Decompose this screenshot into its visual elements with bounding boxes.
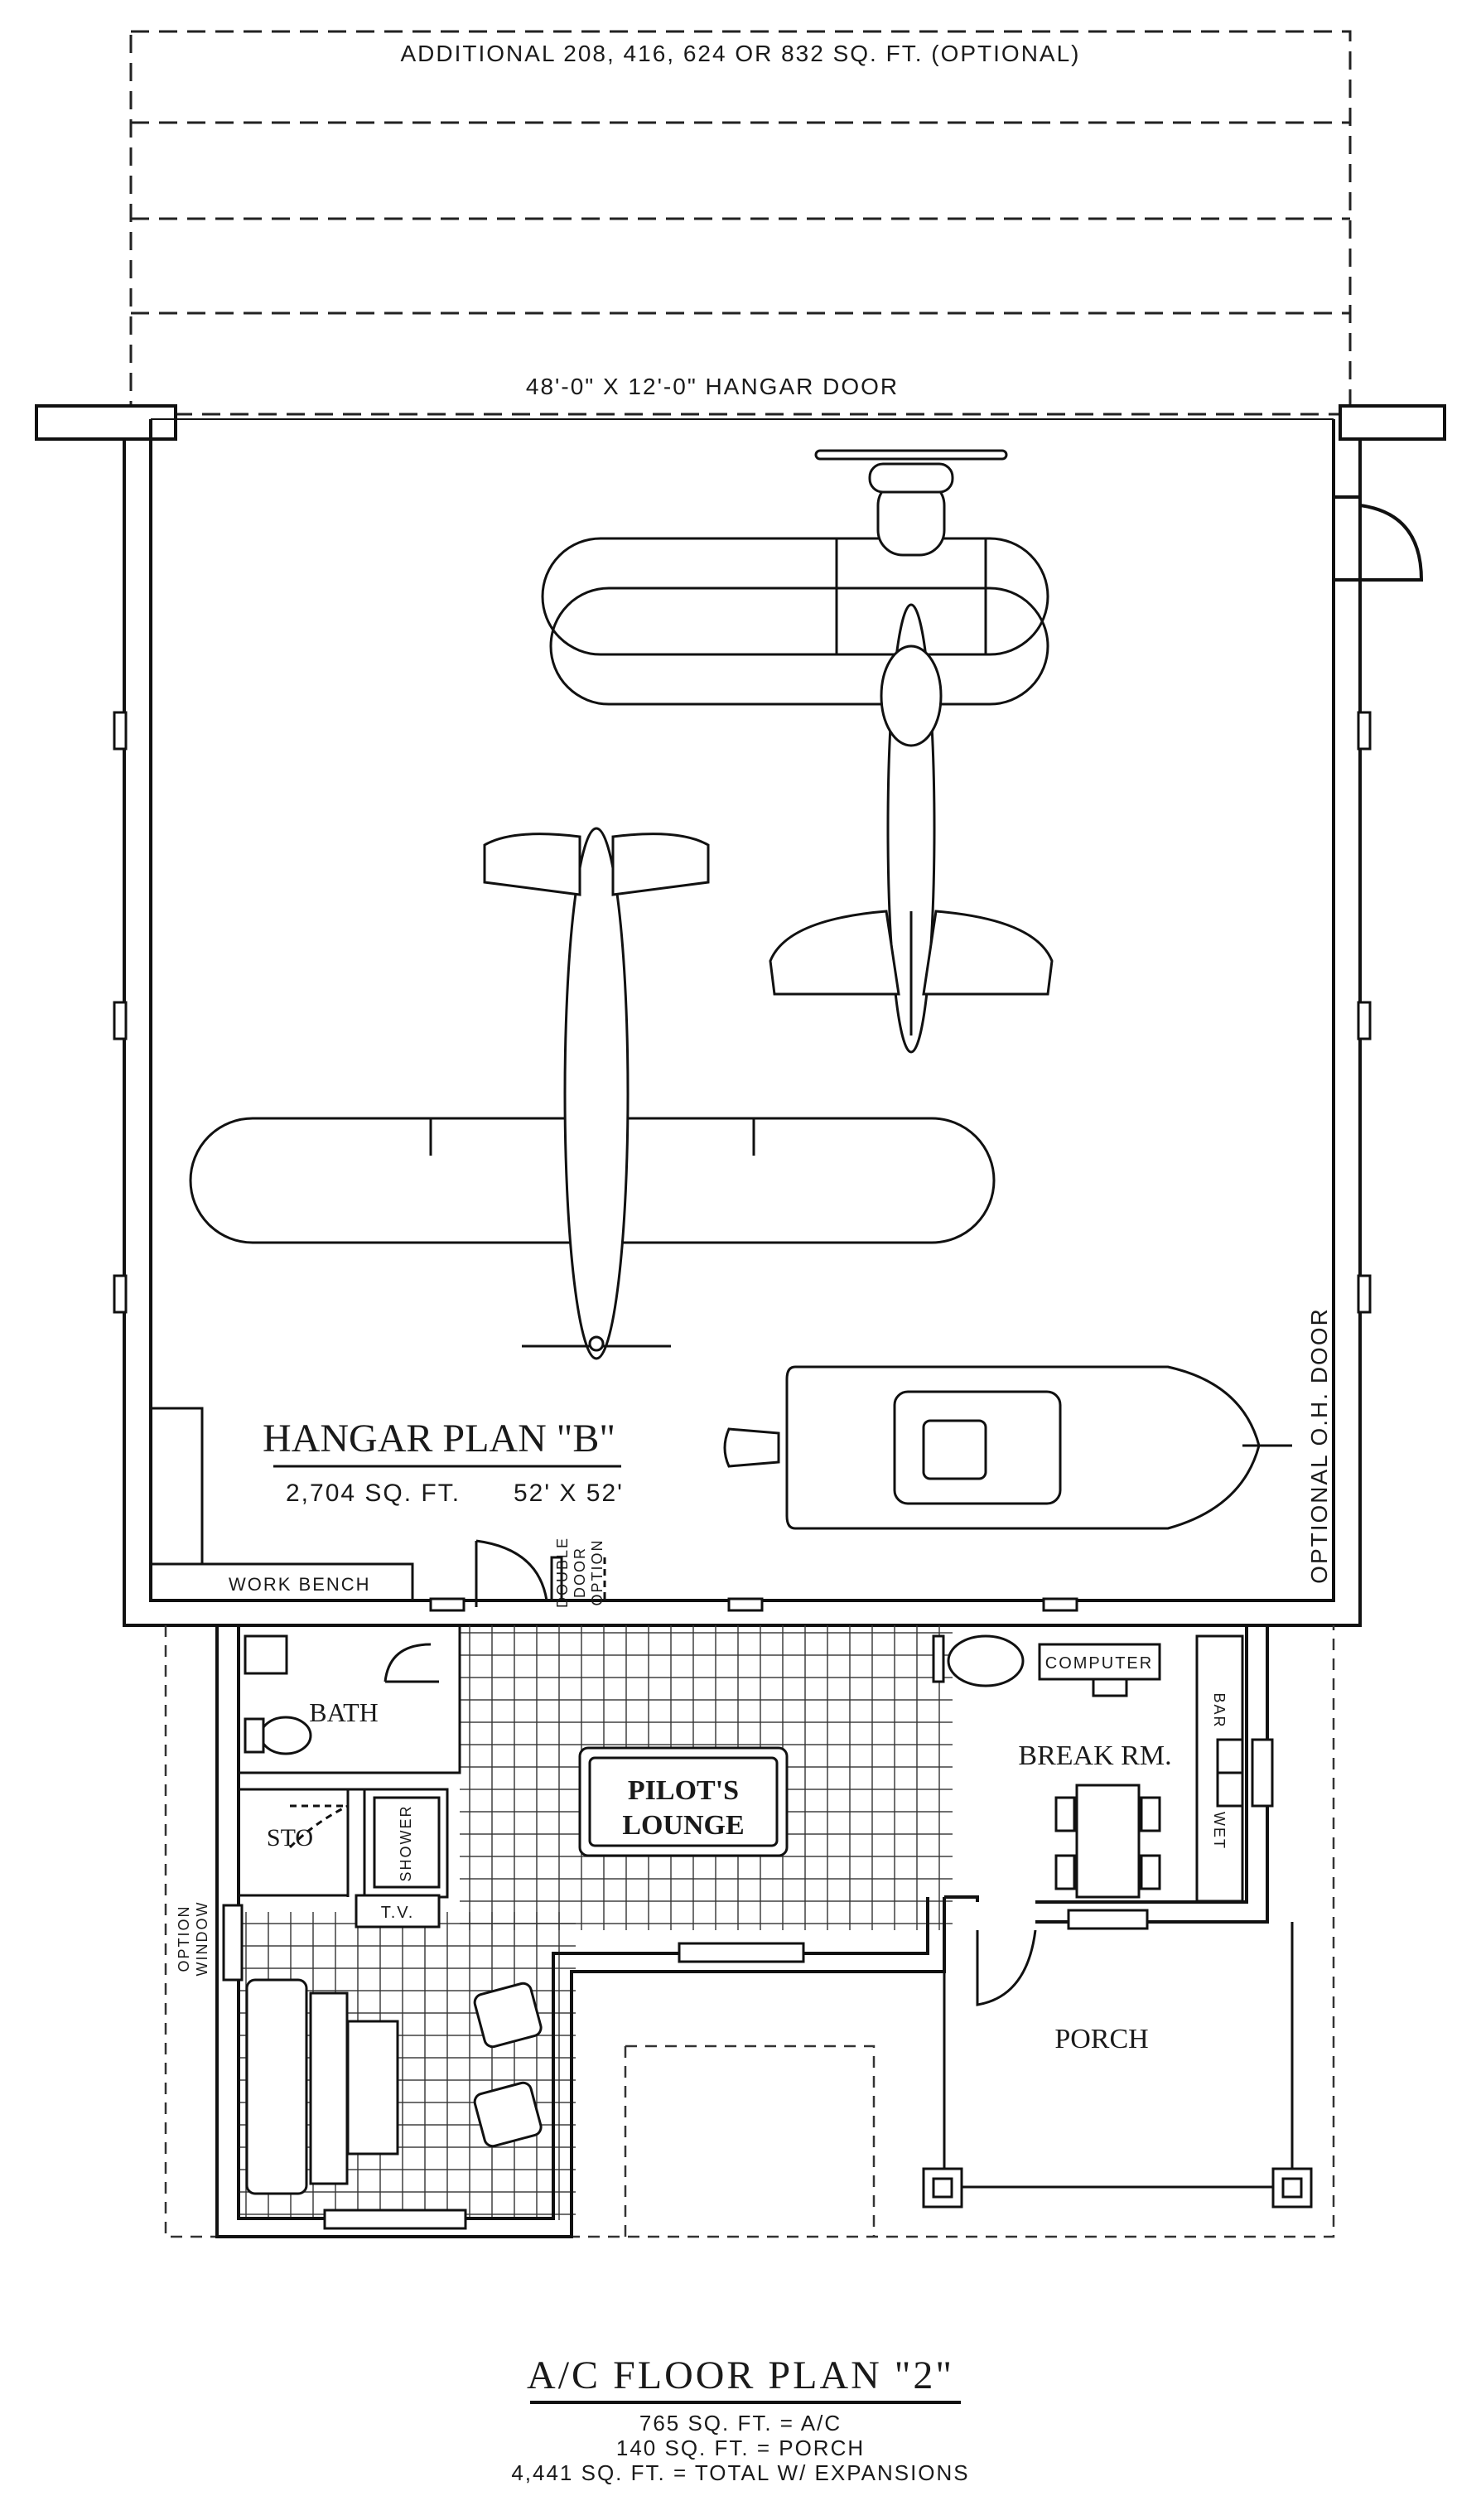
pilots-lounge-label-1: PILOT'S: [628, 1775, 739, 1806]
bath-storage-rooms: [239, 1625, 461, 1899]
bath-label: BATH: [309, 1697, 379, 1727]
option-window-label-1: OPTION: [176, 1904, 192, 1972]
tv-label: T.V.: [381, 1904, 415, 1922]
footer-title: A/C FLOOR PLAN "2": [527, 2353, 954, 2397]
pilots-lounge-sign: [578, 1746, 789, 1857]
wet-bar-label-1: WET: [1211, 1812, 1228, 1850]
lounge-furniture: [222, 1894, 805, 2230]
footer-line-porch: 140 SQ. FT. = PORCH: [615, 2436, 866, 2460]
wall-pilasters: [113, 711, 1372, 1612]
double-door-label-2: DOOR: [572, 1547, 588, 1598]
footer-line-total: 4,441 SQ. FT. = TOTAL W/ EXPANSIONS: [511, 2460, 970, 2485]
porch: [922, 1922, 1313, 2209]
computer-label: COMPUTER: [1045, 1654, 1153, 1673]
work-bench-label: WORK BENCH: [229, 1574, 371, 1595]
porch-label: PORCH: [1054, 2024, 1148, 2054]
expansion-label: ADDITIONAL 208, 416, 624 OR 832 SQ. FT. …: [401, 41, 1081, 66]
footer-line-ac: 765 SQ. FT. = A/C: [639, 2411, 842, 2436]
double-door-label-1: DOUBLE: [554, 1537, 571, 1608]
hangar-dims-label: 52' X 52': [514, 1480, 624, 1507]
break-room-furniture: [932, 1634, 1274, 1930]
hangar-door-label: 48'-0" X 12'-0" HANGAR DOOR: [526, 374, 899, 399]
boat-icon: [723, 1365, 1292, 1530]
double-door-label-3: OPTION: [589, 1538, 605, 1605]
hangar-area-label: 2,704 SQ. FT.: [286, 1480, 461, 1507]
break-room-label: BREAK RM.: [1018, 1740, 1171, 1771]
wet-bar-label-2: BAR: [1211, 1692, 1228, 1728]
eave-outline: [164, 1625, 1335, 2238]
hangar-title: HANGAR PLAN "B": [263, 1417, 615, 1460]
sto-label: STO: [267, 1824, 313, 1851]
footer-title-underline: [530, 2401, 961, 2404]
work-bench: [151, 1407, 414, 1600]
pilots-lounge-label-2: LOUNGE: [622, 1810, 744, 1841]
oh-door-label: OPTIONAL O.H. DOOR: [1306, 1307, 1332, 1584]
biplane-icon-2: [189, 827, 996, 1360]
option-window-label-2: WINDOW: [194, 1901, 210, 1977]
biplane-icon: [541, 449, 1054, 1054]
shower-label: SHOWER: [398, 1805, 414, 1882]
hangar-door-swing: [475, 1539, 606, 1607]
optional-expansion-area: [129, 30, 1352, 416]
